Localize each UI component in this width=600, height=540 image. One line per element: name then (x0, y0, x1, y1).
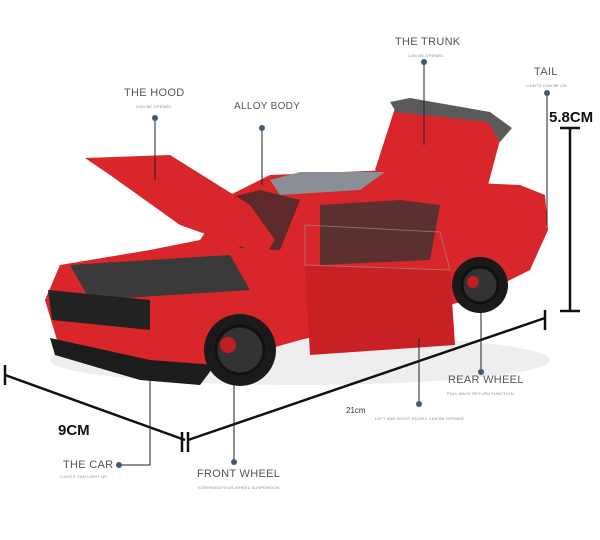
car-body (45, 170, 548, 385)
trunk-label: THE TRUNK (395, 36, 461, 48)
front-wheel-sublabel: STEERING/FOUR-WHEEL SUSPENSION (198, 485, 280, 490)
trunk-dot (421, 59, 427, 65)
tail-label: TAIL (534, 66, 558, 78)
front-wheel-dot (231, 459, 237, 465)
height-dimension: 5.8CM (549, 109, 594, 126)
front-wheel (204, 314, 276, 386)
trunk-sublabel: CAN BE OPENED (408, 53, 444, 58)
the-car-label: THE CAR (63, 459, 114, 471)
hood (85, 155, 275, 255)
open-door (305, 265, 455, 355)
doors-sublabel: LEFT AND RIGHT DOORS CAN BE OPENED (375, 416, 465, 421)
rear-wheel-dot (478, 369, 484, 375)
hood-label: THE HOOD (124, 87, 185, 99)
tail-sublabel: LIGHTS CAN BE ON (526, 83, 567, 88)
tail-dot (544, 90, 550, 96)
front-wheel-label: FRONT WHEEL (197, 468, 281, 480)
alloy-body-label: ALLOY BODY (234, 101, 301, 112)
doors-dot (416, 401, 422, 407)
the-car-sublabel: LIGHTS CAN LIGHT UP (60, 474, 108, 479)
dimension-lines (3, 126, 580, 452)
alloy-body-dot (259, 125, 265, 131)
the-car-dot (116, 462, 122, 468)
hood-dot (152, 115, 158, 121)
callout-lines (119, 62, 548, 466)
rear-wheel (452, 257, 508, 313)
length-dimension: 21cm (346, 406, 366, 415)
rear-wheel-sublabel: PULL-BACK RETURN FUNCTION (447, 391, 514, 396)
width-dimension: 9CM (58, 422, 90, 439)
hood-sublabel: CAN BE OPENED (136, 104, 172, 109)
rear-wheel-label: REAR WHEEL (448, 374, 524, 386)
